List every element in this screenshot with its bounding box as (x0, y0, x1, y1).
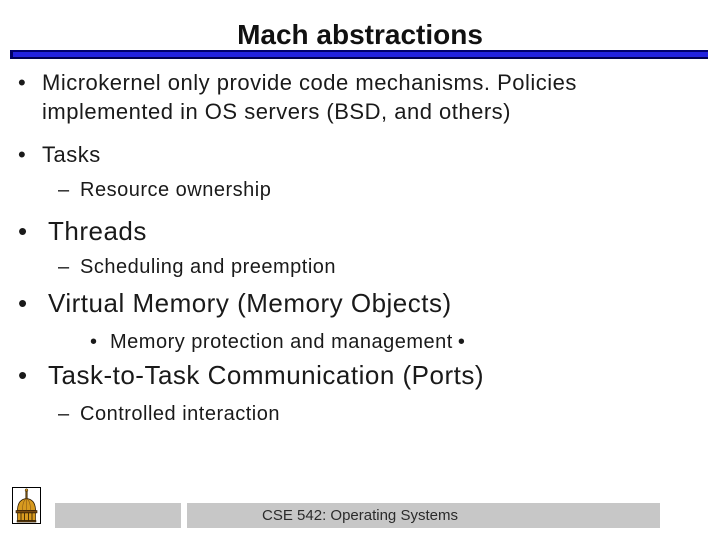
bullet-text: Resource ownership (80, 179, 272, 201)
sub-bullet-memory-protection: • Memory protection and management • (90, 330, 465, 354)
golden-dome-icon (15, 488, 38, 523)
sub-bullet-resource-ownership: – Resource ownership (56, 178, 271, 202)
bullet-marker: • (18, 216, 28, 246)
bullet-marker: • (18, 70, 27, 95)
bullet-text: Microkernel only provide code mechanisms… (42, 70, 577, 124)
bullet-item-task-communication: • Task-to-Task Communication (Ports) (14, 360, 484, 390)
dash-marker: – (58, 179, 70, 201)
sub-bullet-controlled-interaction: – Controlled interaction (56, 402, 280, 426)
sub-bullet-scheduling: – Scheduling and preemption (56, 255, 336, 279)
bullet-text: Memory protection and management (110, 331, 453, 353)
footer-bar-main (187, 503, 660, 528)
dash-marker: – (58, 256, 70, 278)
bullet-marker: • (90, 331, 98, 353)
university-logo-box (12, 487, 41, 524)
bullet-text: Controlled interaction (80, 403, 280, 425)
bullet-text: Tasks (42, 142, 101, 167)
bullet-text: Virtual Memory (Memory Objects) (48, 288, 452, 318)
bullet-text: Threads (48, 216, 147, 246)
footer-bar-left (55, 503, 181, 528)
bullet-item-microkernel: • Microkernel only provide code mechanis… (14, 68, 664, 126)
bullet-item-tasks: • Tasks (14, 140, 101, 169)
bullet-text: Scheduling and preemption (80, 256, 337, 278)
bullet-item-threads: • Threads (14, 216, 147, 246)
dash-marker: – (58, 403, 70, 425)
bullet-marker: • (18, 360, 28, 390)
title-divider-rule (10, 50, 708, 59)
bullet-marker: • (18, 142, 27, 167)
trailing-bullet-marker: • (457, 331, 466, 353)
bullet-item-virtual-memory: • Virtual Memory (Memory Objects) (14, 288, 452, 318)
bullet-marker: • (18, 288, 28, 318)
slide-title: Mach abstractions (237, 19, 483, 50)
footer-course-label: CSE 542: Operating Systems (262, 507, 458, 524)
bullet-text: Task-to-Task Communication (Ports) (48, 360, 484, 390)
